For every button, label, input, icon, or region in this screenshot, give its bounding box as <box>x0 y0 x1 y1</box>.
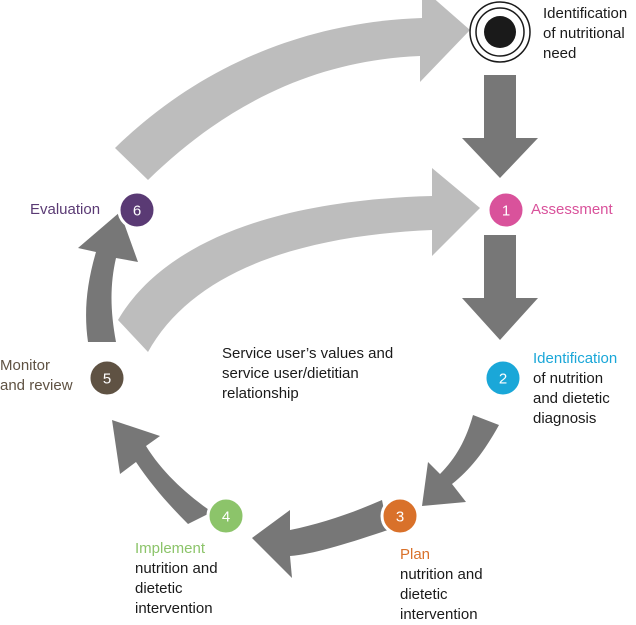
step-3-desc-line-3: intervention <box>400 606 478 623</box>
step-4-number: 4 <box>222 509 230 526</box>
step-2-desc-line-2: and dietetic <box>533 390 610 407</box>
arrow-monitor-to-assessment <box>118 168 480 352</box>
arrow-plan-to-implement <box>252 500 388 578</box>
step-2-number: 2 <box>499 371 507 388</box>
step-3-desc-line-2: dietetic <box>400 586 448 603</box>
step-5-title-line-2: and review <box>0 377 73 394</box>
step-4-title: Implement <box>135 540 206 557</box>
step-1-node: 1 <box>486 190 526 230</box>
step-4-desc-line-3: intervention <box>135 600 213 617</box>
start-label-line-1: Identification <box>543 5 628 22</box>
step-4-desc-line-1: nutrition and <box>135 560 218 577</box>
step-2-title: Identification <box>533 350 618 367</box>
step-5-number: 5 <box>103 371 111 388</box>
step-2-node: 2 <box>483 358 523 398</box>
step-1-number: 1 <box>502 203 510 220</box>
step-2-label: Identification of nutrition and dietetic… <box>533 349 617 429</box>
step-1-title: Assessment <box>531 201 613 218</box>
step-5-node: 5 <box>87 358 127 398</box>
center-caption-line-3: relationship <box>222 385 299 402</box>
step-5-title-line-1: Monitor <box>0 357 51 374</box>
arrow-need-to-assessment <box>462 75 538 178</box>
arrow-assessment-to-diagnosis <box>462 235 538 340</box>
arrow-monitor-to-evaluation <box>78 212 138 342</box>
step-5-label: Monitor and review <box>0 356 73 396</box>
step-4-node: 4 <box>206 496 246 536</box>
start-label: Identification of nutritional need <box>543 4 627 64</box>
step-6-title: Evaluation <box>30 201 101 218</box>
step-3-title: Plan <box>400 546 431 563</box>
step-2-desc-line-1: of nutrition <box>533 370 604 387</box>
step-3-node: 3 <box>380 496 420 536</box>
arrow-implement-to-monitor <box>112 420 212 524</box>
step-3-desc-line-1: nutrition and <box>400 566 483 583</box>
step-3-number: 3 <box>396 509 404 526</box>
center-caption: Service user’s values and service user/d… <box>222 344 393 404</box>
step-3-label: Plan nutrition and dietetic intervention <box>400 545 483 625</box>
target-icon <box>469 1 531 63</box>
start-label-line-3: need <box>543 45 577 62</box>
center-caption-line-1: Service user’s values and <box>222 345 394 362</box>
arrow-diagnosis-to-plan <box>422 415 499 506</box>
start-label-line-2: of nutritional <box>543 25 625 42</box>
step-6-node: 6 <box>117 190 157 230</box>
center-caption-line-2: service user/dietitian <box>222 365 359 382</box>
arrow-evaluation-to-need <box>115 0 470 180</box>
step-4-label: Implement nutrition and dietetic interve… <box>135 539 218 619</box>
step-4-desc-line-2: dietetic <box>135 580 183 597</box>
step-2-desc-line-3: diagnosis <box>533 410 597 427</box>
step-1-label: Assessment <box>531 200 613 220</box>
step-6-number: 6 <box>133 203 141 220</box>
step-6-label: Evaluation <box>30 200 100 220</box>
